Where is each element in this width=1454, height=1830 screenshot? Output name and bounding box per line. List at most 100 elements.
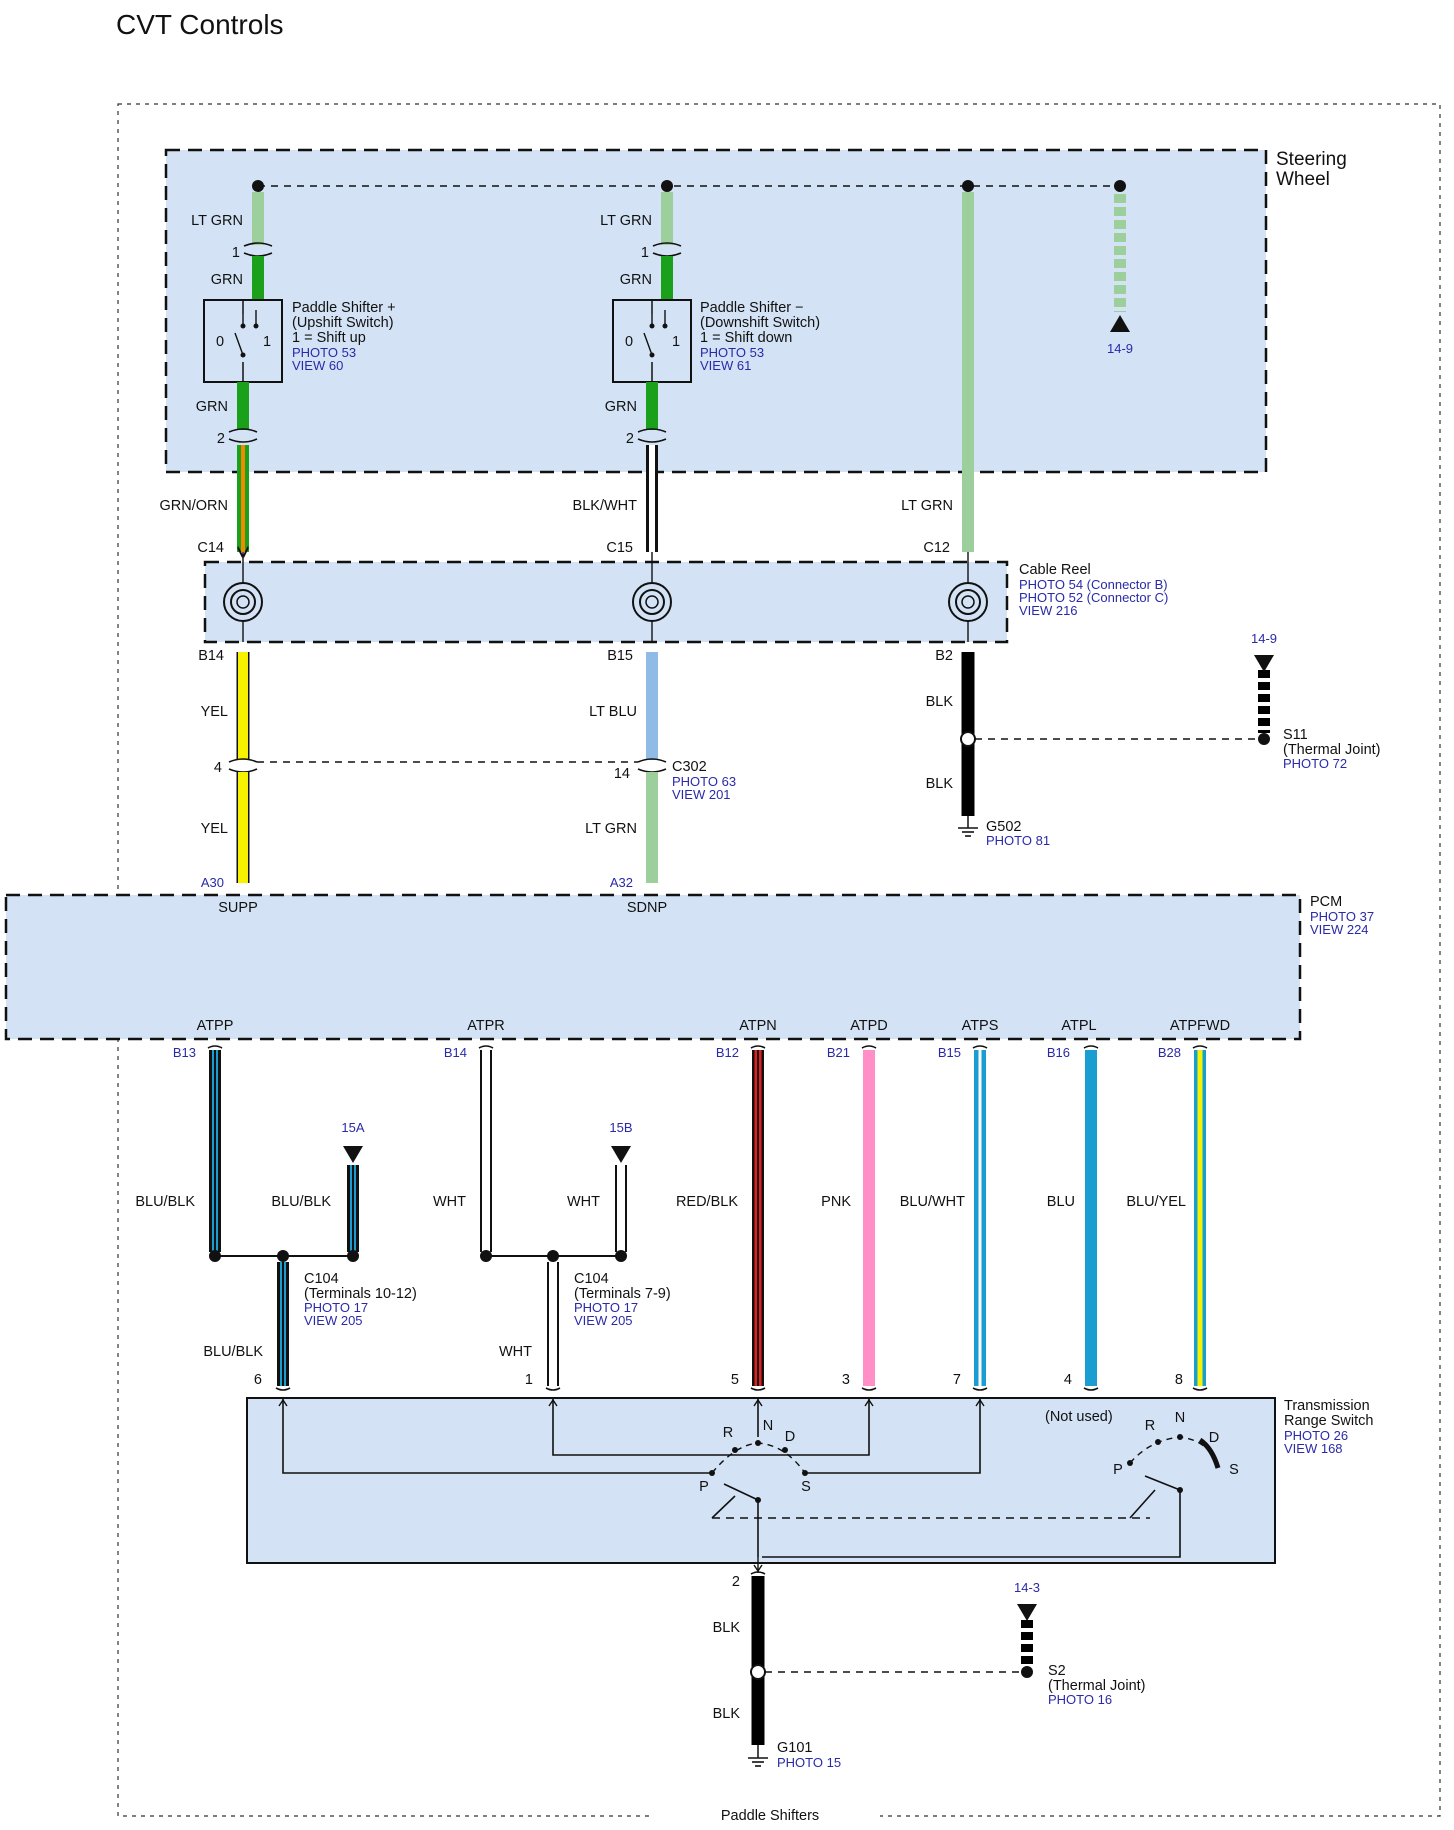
trs-ref: VIEW 168 xyxy=(1284,1441,1343,1456)
cable-reel-icon xyxy=(948,552,988,642)
bus-node xyxy=(661,180,673,192)
pin-label: 1 xyxy=(232,245,240,261)
ref-arrow-icon xyxy=(1017,1604,1037,1621)
wire-label: RED/BLK xyxy=(676,1194,738,1210)
switch-pos: 1 xyxy=(672,334,680,350)
switch-pos: 0 xyxy=(625,334,633,350)
connector-symbol xyxy=(637,428,667,443)
ref-label: 14-9 xyxy=(1107,341,1133,356)
steering-label-2: Wheel xyxy=(1276,169,1330,190)
pcm-signal: ATPFWD xyxy=(1170,1018,1230,1034)
pin-label: 2 xyxy=(626,431,634,447)
splice-node xyxy=(277,1250,289,1262)
ref-label: 15A xyxy=(341,1120,364,1135)
wire-label: LT GRN xyxy=(585,821,637,837)
pin-label: B15 xyxy=(607,648,633,664)
wire-label: LT GRN xyxy=(600,213,652,229)
c302-ref: VIEW 201 xyxy=(672,787,731,802)
wire-label: BLU/WHT xyxy=(900,1194,965,1210)
trs-pos: D xyxy=(1209,1430,1219,1446)
wire-label: GRN xyxy=(605,399,637,415)
trs-internal-wiring xyxy=(282,1398,1181,1558)
wire-label: LT GRN xyxy=(901,498,953,514)
page-title: CVT Controls xyxy=(116,9,284,40)
pin-label: 2 xyxy=(217,431,225,447)
switch-pos: 1 xyxy=(263,334,271,350)
s2-line: (Thermal Joint) xyxy=(1048,1678,1146,1694)
wire-label: GRN xyxy=(620,272,652,288)
trs-pos: R xyxy=(1145,1418,1155,1434)
g101-ref: PHOTO 15 xyxy=(777,1755,841,1770)
pin-label: C14 xyxy=(197,540,224,556)
steering-label-1: Steering xyxy=(1276,149,1347,170)
ref-label: 14-9 xyxy=(1251,631,1277,646)
c104b-line: (Terminals 7-9) xyxy=(574,1286,671,1302)
wire-label: BLU/BLK xyxy=(135,1194,195,1210)
pcm-signal: SUPP xyxy=(218,900,258,916)
pin-label: C12 xyxy=(923,540,950,556)
trs-label: Transmission xyxy=(1284,1398,1370,1414)
c104b-ref: PHOTO 17 xyxy=(574,1300,638,1315)
downshift-line: Paddle Shifter − xyxy=(700,300,804,316)
splice-node xyxy=(1258,733,1270,745)
ground-icon xyxy=(958,816,978,837)
trs-pos: S xyxy=(1229,1462,1239,1478)
wire-label: WHT xyxy=(499,1344,532,1360)
s11-line: (Thermal Joint) xyxy=(1283,742,1381,758)
ref-arrow-icon xyxy=(343,1146,363,1163)
pin-label: 8 xyxy=(1175,1372,1183,1388)
c104a-line: (Terminals 10-12) xyxy=(304,1286,417,1302)
downshift-line: (Downshift Switch) xyxy=(700,315,820,331)
cable-reel-ref: VIEW 216 xyxy=(1019,603,1078,618)
connector-symbol xyxy=(228,428,258,443)
wire-label: BLU xyxy=(1047,1194,1075,1210)
wire-label: BLK xyxy=(926,776,954,792)
pin-label: 1 xyxy=(641,245,649,261)
trs-box xyxy=(246,1397,1276,1564)
trs-selector-b xyxy=(1127,1434,1221,1519)
connector-symbol xyxy=(637,758,667,773)
wire-label: YEL xyxy=(201,704,228,720)
pin-label: 1 xyxy=(525,1372,533,1388)
pin-label: A32 xyxy=(610,875,633,890)
splice-node xyxy=(209,1250,221,1262)
c104a-ref: PHOTO 17 xyxy=(304,1300,368,1315)
bus-node xyxy=(252,180,264,192)
downshift-ref: PHOTO 53 xyxy=(700,345,764,360)
pin-label: B12 xyxy=(716,1045,739,1060)
downshift-ref: VIEW 61 xyxy=(700,358,751,373)
wire-label: GRN/ORN xyxy=(160,498,228,514)
g101-label: G101 xyxy=(777,1740,812,1756)
splice-node xyxy=(1021,1666,1033,1678)
cable-reel-ref: PHOTO 54 (Connector B) xyxy=(1019,577,1168,592)
bus-node xyxy=(962,180,974,192)
splice-node xyxy=(480,1250,492,1262)
connector-symbol xyxy=(275,1387,1208,1391)
s2-line: S2 xyxy=(1048,1663,1066,1679)
wire-label: PNK xyxy=(821,1194,851,1210)
wire-label: WHT xyxy=(433,1194,466,1210)
upshift-line: 1 = Shift up xyxy=(292,330,366,346)
upshift-line: Paddle Shifter + xyxy=(292,300,396,316)
upshift-line: (Upshift Switch) xyxy=(292,315,394,331)
c104a-line: C104 xyxy=(304,1271,339,1287)
footer-label: Paddle Shifters xyxy=(721,1808,819,1824)
pin-label: B21 xyxy=(827,1045,850,1060)
c104b-ref: VIEW 205 xyxy=(574,1313,633,1328)
splice-node xyxy=(547,1250,559,1262)
s11-ref: PHOTO 72 xyxy=(1283,756,1347,771)
wire-label: GRN xyxy=(196,399,228,415)
pin-label: 14 xyxy=(614,766,630,782)
switch-pos: 0 xyxy=(216,334,224,350)
pin-label: 4 xyxy=(1064,1372,1072,1388)
wire-label: BLK/WHT xyxy=(573,498,638,514)
c302-label: C302 xyxy=(672,759,707,775)
trs-label: Range Switch xyxy=(1284,1413,1373,1429)
pin-label: A30 xyxy=(201,875,224,890)
ref-arrow-icon xyxy=(1254,655,1274,672)
ref-label: 15B xyxy=(609,1120,632,1135)
pin-label: B14 xyxy=(444,1045,467,1060)
pin-label: 3 xyxy=(842,1372,850,1388)
wire-label: BLU/BLK xyxy=(271,1194,331,1210)
pin-label: B16 xyxy=(1047,1045,1070,1060)
